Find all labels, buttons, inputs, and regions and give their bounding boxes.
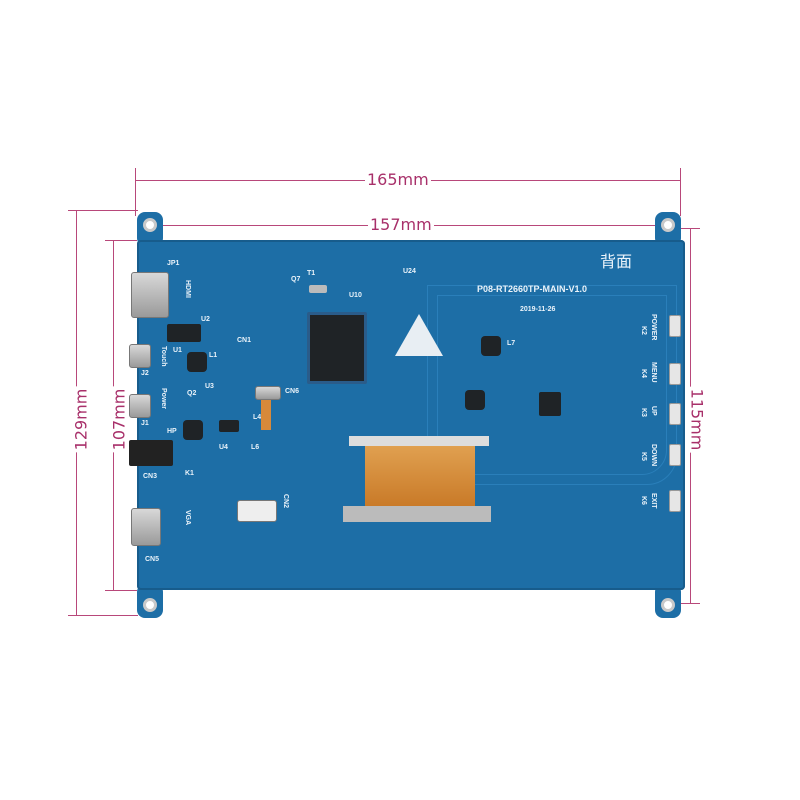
u3-label: U3 (205, 383, 214, 390)
logo-triangle (395, 314, 443, 356)
crystal-t1 (309, 285, 327, 293)
l1-label: L1 (209, 352, 218, 359)
u1-label: U1 (173, 347, 182, 354)
power-button-ref: K2 (640, 326, 647, 335)
chip-u4 (219, 420, 239, 432)
hp-label: HP (167, 428, 177, 435)
cn5-label: CN5 (145, 556, 160, 563)
exit-button-ref: K6 (640, 496, 647, 505)
u2-label: U2 (201, 316, 210, 323)
cn2-label: CN2 (282, 494, 289, 509)
model-label: P08-RT2660TP-MAIN-V1.0 (477, 284, 588, 294)
trace (427, 285, 677, 485)
down-button[interactable] (669, 444, 681, 466)
lcd-ribbon-cable (365, 446, 475, 506)
menu-button-label: MENU (650, 362, 657, 383)
t1-label: T1 (307, 270, 316, 277)
dim-ext-115-top (675, 228, 700, 229)
date-label: 2019-11-26 (520, 306, 556, 313)
up-button-ref: K3 (640, 408, 647, 417)
dim-ext-107-top (105, 240, 137, 241)
u10-label: U10 (349, 292, 362, 299)
up-button[interactable] (669, 403, 681, 425)
up-button-label: UP (650, 406, 657, 416)
exit-button[interactable] (669, 490, 681, 512)
ribbon-stiffener (343, 506, 491, 522)
l4-label: L4 (253, 414, 262, 421)
chip-ic (539, 392, 561, 416)
u24-label: U24 (403, 268, 416, 275)
dim-ext-107-bottom (105, 590, 137, 591)
power-label: Power (160, 388, 167, 410)
l6-label: L6 (251, 444, 260, 451)
ribbon-small (261, 400, 271, 430)
dim-157-label: 157mm (368, 215, 434, 234)
dim-ext-top (68, 210, 138, 211)
inductor-l2 (183, 420, 203, 440)
dim-129-label: 129mm (71, 386, 91, 453)
power-button[interactable] (669, 315, 681, 337)
j1-label: J1 (141, 420, 149, 427)
q7-label: Q7 (291, 276, 301, 283)
down-button-label: DOWN (650, 444, 657, 467)
cn6-label: CN6 (285, 388, 300, 395)
exit-button-label: EXIT (650, 493, 657, 509)
audio-jack (129, 440, 173, 466)
dim-ext-right (680, 168, 681, 216)
k1-label: K1 (185, 470, 194, 477)
vga-label: VGA (184, 510, 191, 526)
dim-107-label: 107mm (109, 386, 129, 453)
touch-usb-port (129, 344, 151, 368)
down-button-ref: K5 (640, 452, 647, 461)
chip-u2 (167, 324, 201, 342)
fpc-connector (349, 436, 489, 446)
inductor-2 (465, 390, 485, 410)
trace (437, 295, 667, 475)
power-usb-port (129, 394, 151, 418)
menu-button[interactable] (669, 363, 681, 385)
inductor-l1 (187, 352, 207, 372)
main-soc (307, 312, 367, 384)
cn1-label: CN1 (237, 337, 252, 344)
jp1-label: JP1 (167, 260, 180, 267)
dim-115-label: 115mm (687, 386, 707, 453)
side-label: 背面 (600, 254, 633, 271)
dim-165-label: 165mm (365, 170, 431, 189)
pcb-board: 背面 P08-RT2660TP-MAIN-V1.0 2019-11-26 JP1… (129, 240, 685, 590)
menu-button-ref: K4 (640, 369, 647, 378)
vga-hdmi-port (131, 508, 161, 546)
power-button-label: POWER (650, 314, 657, 341)
hdmi-label: HDMI (184, 280, 191, 298)
cn2-connector (237, 500, 277, 522)
cn3-label: CN3 (143, 473, 158, 480)
q2-label: Q2 (187, 390, 197, 397)
u4-label: U4 (219, 444, 228, 451)
touch-label: Touch (160, 346, 167, 367)
cn6-connector (255, 386, 281, 400)
hdmi-port (131, 272, 169, 318)
l7-label: L7 (507, 340, 516, 347)
dim-ext-bottom (68, 615, 138, 616)
dim-ext-left (135, 168, 136, 216)
j2-label: J2 (141, 370, 149, 377)
dim-ext-115-bottom (675, 603, 700, 604)
inductor-l7 (481, 336, 501, 356)
